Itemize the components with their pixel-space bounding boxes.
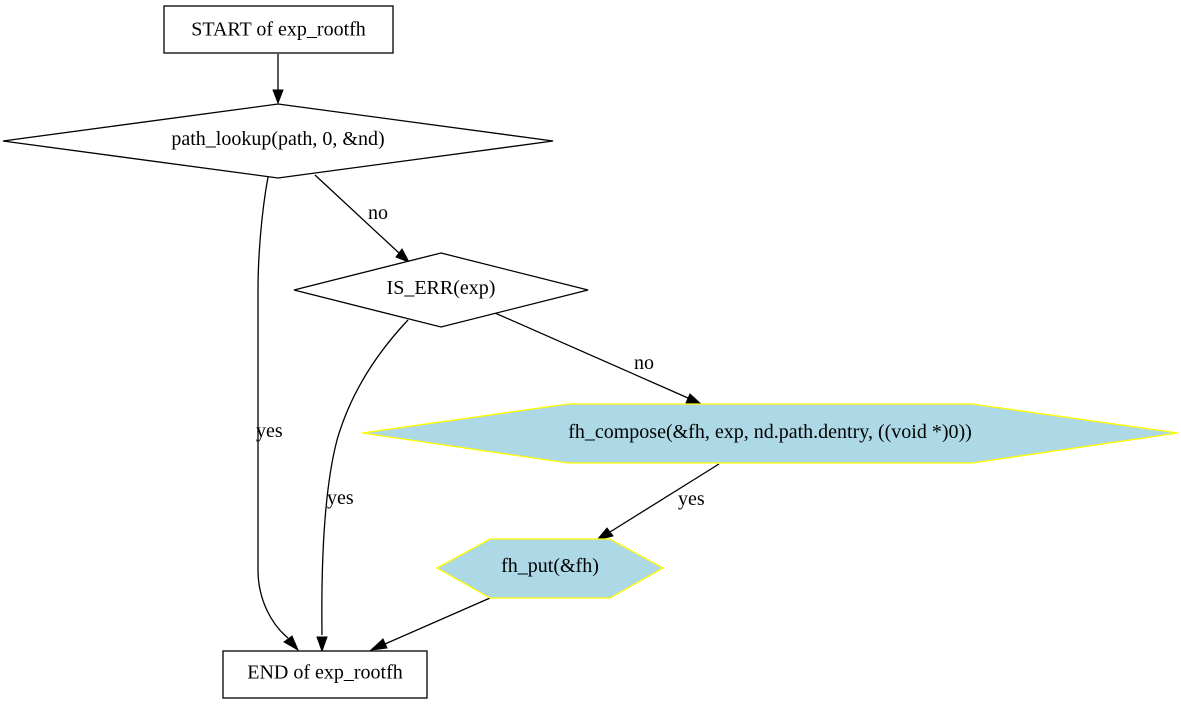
node-end-label: END of exp_rootfh bbox=[247, 662, 403, 684]
fh-put-hexagon bbox=[435, 538, 665, 599]
edge-is-err-no: no bbox=[494, 312, 704, 406]
edge-label-is-err-no: no bbox=[634, 352, 654, 374]
node-start-label: START of exp_rootfh bbox=[191, 19, 366, 41]
fh-compose-hexagon bbox=[361, 403, 1179, 464]
node-fh-put-label: fh_put(&fh) bbox=[501, 555, 599, 577]
edge-label-path-lookup-no: no bbox=[368, 202, 388, 224]
edge-label-fh-compose-yes: yes bbox=[678, 488, 705, 510]
edge-is-err-yes: yes bbox=[316, 319, 409, 653]
edge-path-lookup-no: no bbox=[314, 174, 411, 263]
edge-fh-compose-yes: yes bbox=[595, 463, 720, 541]
edge-label-path-lookup-yes: yes bbox=[256, 420, 283, 442]
node-start[interactable]: START of exp_rootfh bbox=[163, 5, 394, 54]
edge-fh-put-to-end bbox=[369, 597, 491, 651]
edge-start-to-path-lookup bbox=[272, 54, 284, 105]
edge-label-is-err-yes: yes bbox=[327, 487, 354, 509]
node-fh-compose[interactable]: fh_compose(&fh, exp, nd.path.dentry, ((v… bbox=[361, 403, 1179, 464]
node-is-err-label: IS_ERR(exp) bbox=[387, 277, 496, 299]
node-end[interactable]: END of exp_rootfh bbox=[222, 650, 428, 699]
node-fh-compose-label: fh_compose(&fh, exp, nd.path.dentry, ((v… bbox=[568, 421, 972, 443]
node-path-lookup[interactable]: path_lookup(path, 0, &nd) bbox=[2, 103, 554, 179]
node-path-lookup-label: path_lookup(path, 0, &nd) bbox=[171, 128, 384, 150]
edge-path-lookup-yes: yes bbox=[256, 176, 300, 652]
node-fh-put[interactable]: fh_put(&fh) bbox=[435, 538, 665, 599]
node-is-err[interactable]: IS_ERR(exp) bbox=[293, 252, 589, 328]
